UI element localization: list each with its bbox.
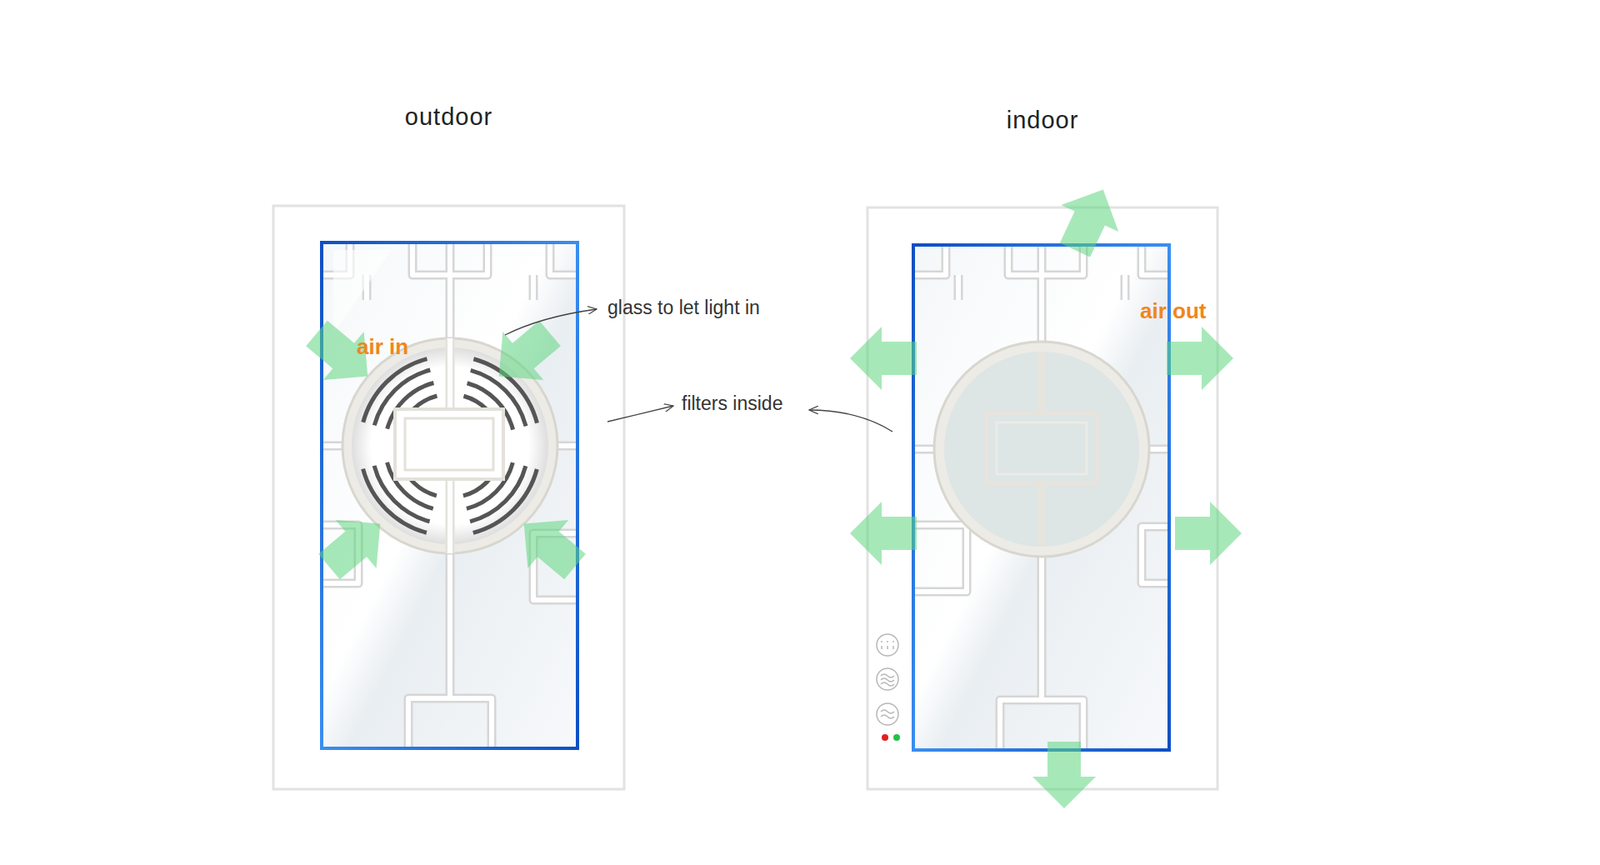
outdoor-window bbox=[273, 205, 625, 790]
air-label: air out bbox=[1140, 298, 1206, 325]
callout-note: filters inside bbox=[681, 392, 783, 415]
leader-lines bbox=[505, 309, 893, 432]
window-panel: outdoor bbox=[273, 103, 625, 790]
panel-heading: indoor bbox=[867, 106, 1218, 135]
air-label: air in bbox=[356, 334, 409, 360]
window-panel: indoor bbox=[867, 106, 1218, 790]
callout-note: glass to let light in bbox=[607, 296, 760, 320]
panel-heading: outdoor bbox=[273, 103, 625, 131]
indoor-window bbox=[850, 175, 1242, 809]
